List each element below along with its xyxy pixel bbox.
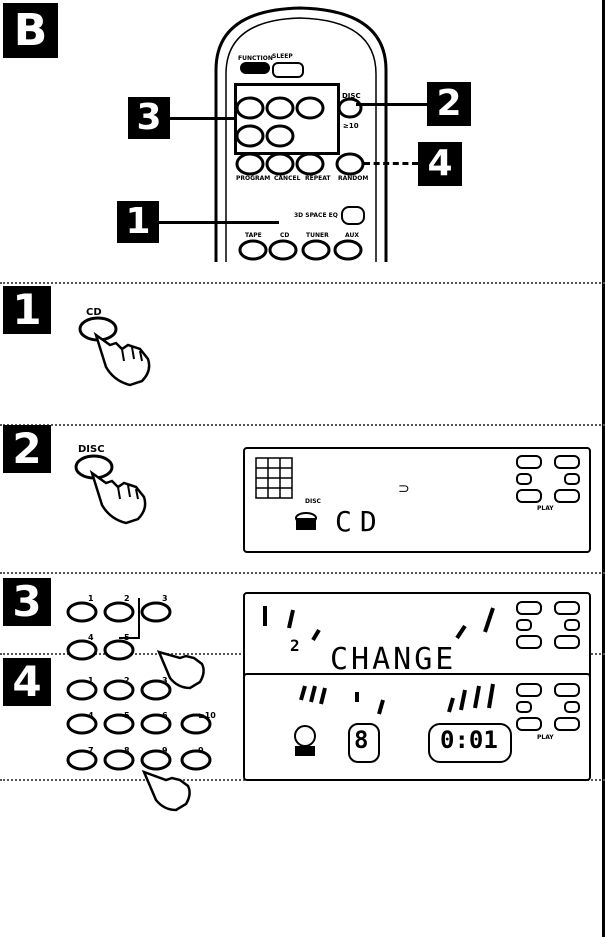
- step-4-key-5: 5: [124, 711, 130, 720]
- step-3-keypad: [64, 590, 214, 690]
- callout-1-number: 1: [125, 204, 150, 240]
- remote-function-button: [240, 62, 270, 74]
- step-4-time: 0:01: [440, 726, 498, 754]
- step-4-key-2: 2: [124, 676, 130, 685]
- step-3-disc-number: 2: [290, 636, 300, 655]
- remote-repeat-label: REPEAT: [305, 175, 331, 182]
- step-1-number: 1: [12, 289, 41, 331]
- remote-cancel-label: CANCEL: [274, 175, 300, 182]
- step-2-disc-grid: [255, 457, 301, 501]
- remote-source-buttons: [236, 238, 366, 262]
- callout-3-leader: [170, 117, 236, 120]
- step-4-play-label: PLAY: [537, 734, 554, 741]
- step-4-key-6: 6: [162, 711, 168, 720]
- callout-1-leader: [159, 221, 279, 224]
- step-2-play-label: PLAY: [537, 505, 554, 512]
- step-4-speaker-icons: [515, 682, 581, 732]
- step-2-number: 2: [12, 428, 41, 470]
- step-3-display-text: CHANGE: [330, 642, 456, 677]
- step-4-disc-icon: [292, 724, 318, 758]
- step-4-badge: 4: [3, 658, 51, 706]
- step-4-key-3: 3: [162, 676, 168, 685]
- callout-2: 2: [427, 82, 471, 126]
- remote-plus10-label: ≥10: [343, 122, 359, 130]
- callout-2-leader: [356, 103, 427, 106]
- callout-3-number: 3: [136, 100, 161, 136]
- step-4-key-0: 0: [198, 746, 204, 755]
- step-1-press-illustration: [70, 315, 160, 405]
- remote-program-label: PROGRAM: [236, 175, 270, 182]
- step-2-badge: 2: [3, 425, 51, 473]
- step-4-key-1: 1: [88, 676, 94, 685]
- callout-4-number: 4: [427, 146, 452, 182]
- step-2-speaker-icons: [515, 454, 581, 504]
- step-4-key-7: 7: [88, 746, 94, 755]
- step-3-speaker-icons: [515, 600, 581, 650]
- step-3-key-4: 4: [88, 633, 94, 642]
- step-2-disc-icon: [294, 510, 318, 536]
- remote-disc-label: DISC: [342, 92, 361, 100]
- step-3-key-1: 1: [88, 594, 94, 603]
- step-3-badge: 3: [3, 578, 51, 626]
- step-3-key-3: 3: [162, 594, 168, 603]
- step-4-key-4: 4: [88, 711, 94, 720]
- step-3-key-2: 2: [124, 594, 130, 603]
- step-2-press-illustration: [70, 453, 160, 543]
- callout-4: 4: [418, 142, 462, 186]
- remote-3d-space-label: 3D SPACE EQ: [294, 212, 338, 219]
- step-2-repeat-icon: ⊃: [398, 480, 410, 497]
- remote-sleep-label: SLEEP: [272, 53, 293, 60]
- separator-2: [0, 424, 605, 426]
- callout-4-leader: [364, 162, 418, 165]
- remote-function-label: FUNCTION: [238, 55, 273, 62]
- separator-3: [0, 572, 605, 574]
- step-4-key-8: 8: [124, 746, 130, 755]
- step-2-display-text: CD: [335, 505, 385, 538]
- step-3-number: 3: [12, 581, 41, 623]
- step-2-display-sub: DISC: [305, 498, 321, 505]
- step-3-key-5: 5: [124, 633, 130, 642]
- remote-random-label: RANDOM: [338, 175, 368, 182]
- callout-1: 1: [117, 201, 159, 243]
- step-4-key-plus10: ≥10: [198, 711, 216, 720]
- callout-3: 3: [128, 97, 170, 139]
- remote-3d-space-button: [341, 206, 365, 225]
- step-1-badge: 1: [3, 286, 51, 334]
- step-4-number: 4: [12, 661, 41, 703]
- callout-2-number: 2: [436, 86, 461, 122]
- step-4-track-number: 8: [354, 726, 368, 754]
- step-4-key-9: 9: [162, 746, 168, 755]
- step-4-level-bars: [253, 680, 513, 720]
- remote-sleep-button: [272, 62, 304, 78]
- separator-1: [0, 282, 605, 284]
